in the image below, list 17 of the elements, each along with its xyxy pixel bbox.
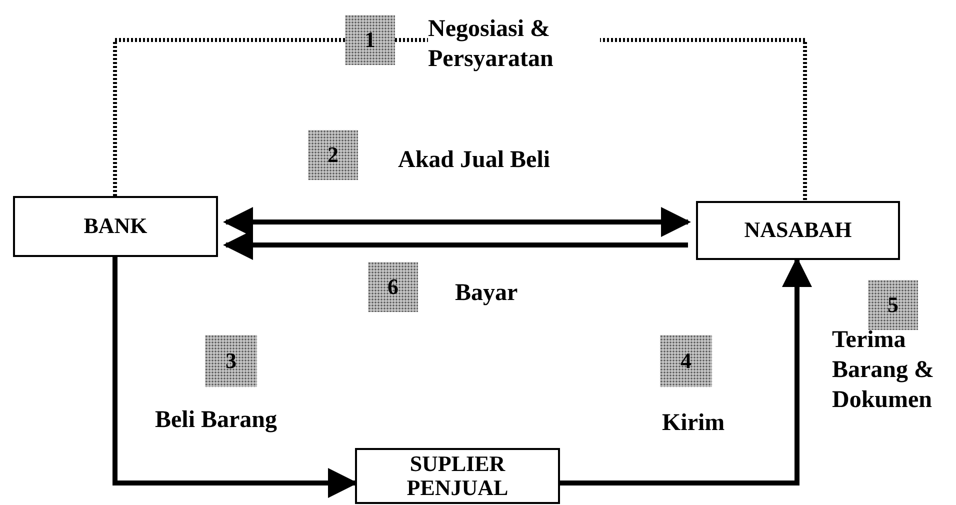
- step-number: 2: [308, 130, 358, 180]
- entity-name: NASABAH: [744, 218, 852, 243]
- step-number: 5: [868, 280, 918, 330]
- entity-box: [696, 201, 900, 260]
- step-number: 3: [205, 335, 257, 387]
- step-label: Akad Jual Beli: [398, 146, 552, 175]
- step-label: Bayar: [455, 279, 519, 308]
- arrow: [223, 207, 691, 237]
- step-number: 1: [345, 15, 395, 65]
- entity-box: [355, 448, 560, 504]
- step-label: Kirim: [662, 409, 726, 438]
- step-number: 4: [660, 335, 712, 387]
- step-number: 6: [368, 262, 418, 312]
- entity-box: [13, 196, 218, 257]
- entity-name: BANK: [84, 214, 148, 239]
- entity-name: SUPLIER PENJUAL: [406, 452, 510, 500]
- step-label: Beli Barang: [155, 406, 278, 435]
